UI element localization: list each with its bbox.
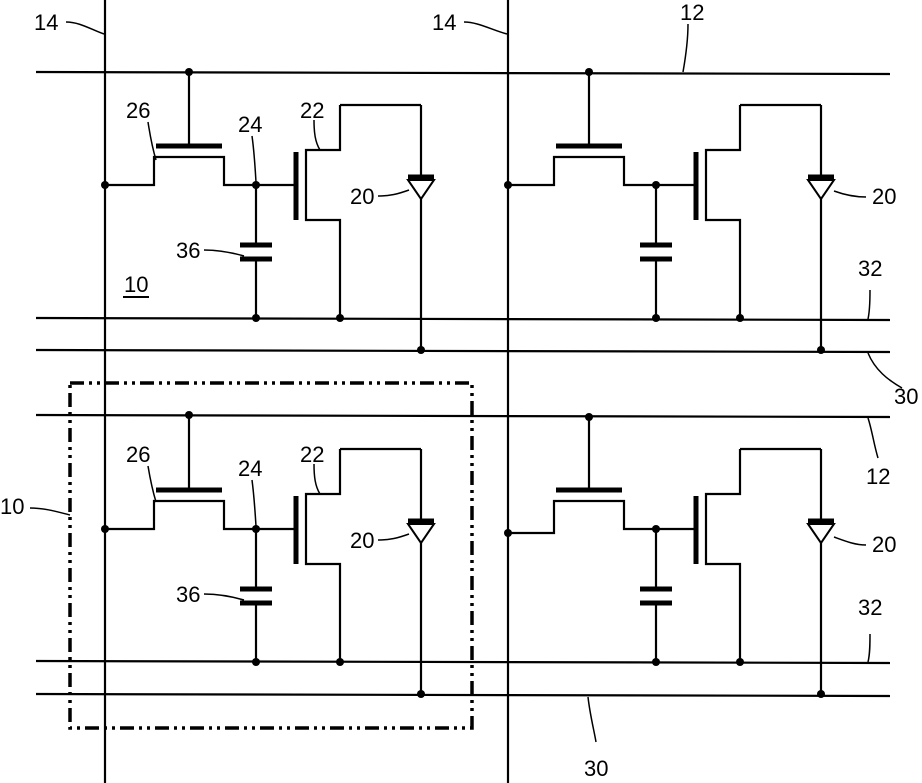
label-node-bl: 24 — [238, 456, 262, 481]
bus-lines — [36, 0, 890, 783]
label-led-tr: 20 — [872, 184, 896, 209]
label-capacitor-tl: 36 — [176, 238, 200, 263]
label-power-line-top: 32 — [858, 256, 882, 281]
label-led-tl: 20 — [350, 184, 374, 209]
label-pixel-ref: 10 — [124, 272, 148, 297]
label-switch-transistor-bl: 26 — [126, 442, 150, 467]
label-select-line-top: 12 — [680, 0, 704, 25]
label-pixel-boundary: 10 — [0, 494, 24, 519]
pixel-cell-top-right — [504, 68, 834, 354]
label-capacitor-bl: 36 — [176, 582, 200, 607]
label-led-bl: 20 — [350, 528, 374, 553]
label-drive-transistor-bl: 22 — [300, 442, 324, 467]
pixel-cell-bottom-left — [101, 411, 434, 698]
label-led-br: 20 — [872, 532, 896, 557]
label-drive-transistor-tl: 22 — [300, 98, 324, 123]
label-node-tl: 24 — [238, 112, 262, 137]
select-line-bottom — [36, 415, 890, 417]
label-power-line-bottom: 32 — [858, 595, 882, 620]
label-data-line-left: 14 — [34, 10, 58, 35]
pixel-boundary — [70, 383, 472, 728]
pixel-cell-bottom-right — [504, 413, 834, 698]
label-select-line-bottom: 12 — [866, 464, 890, 489]
ground-line-bottom — [36, 694, 890, 696]
label-ground-line-top: 30 — [894, 384, 918, 409]
power-line-top — [36, 318, 890, 320]
ground-line-top — [36, 350, 890, 352]
label-data-line-right: 14 — [432, 10, 456, 35]
power-line-bottom — [36, 661, 890, 663]
select-line-top — [36, 72, 890, 74]
pixel-cell-top-left — [101, 68, 434, 354]
label-switch-transistor-tl: 26 — [126, 98, 150, 123]
label-ground-line-bottom: 30 — [584, 756, 608, 781]
